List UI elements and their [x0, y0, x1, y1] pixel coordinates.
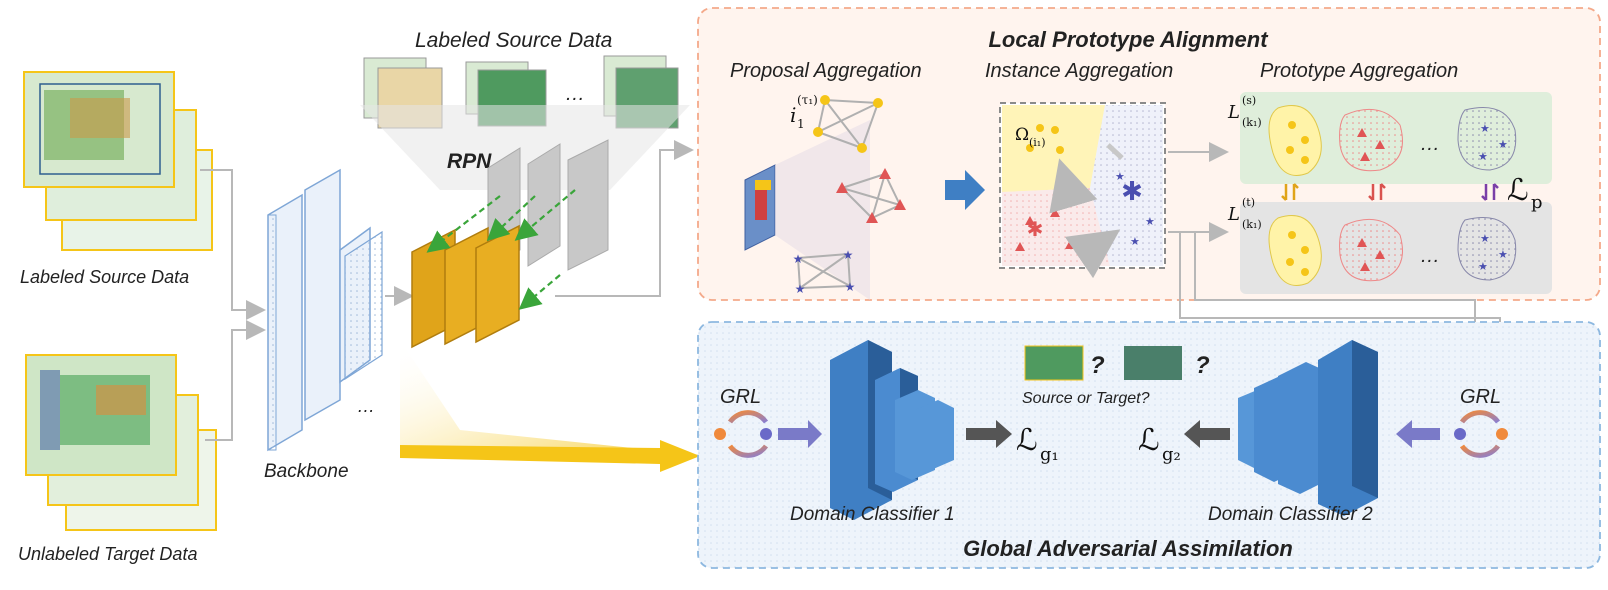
rpn-feature-maps — [411, 224, 520, 349]
svg-text:Ω: Ω — [1015, 125, 1029, 145]
domain-classifier-2-label: Domain Classifier 2 — [1208, 504, 1373, 525]
L-g2-symbol: ℒ g₂ — [1138, 423, 1181, 465]
svg-text:✱: ✱ — [1121, 176, 1143, 206]
classifier1-output-arrow — [966, 420, 1012, 448]
source-prototype-ellipsis: … — [1420, 133, 1440, 155]
svg-text:★: ★ — [1130, 236, 1140, 248]
classifier2-output-arrow — [1184, 420, 1230, 448]
svg-text:★: ★ — [1498, 249, 1508, 261]
global-adversarial-title: Global Adversarial Assimilation — [963, 536, 1293, 561]
labeled-source-top-label: Labeled Source Data — [415, 29, 612, 52]
proposal-graph-red — [836, 168, 906, 223]
question-mark-2: ? — [1195, 352, 1210, 379]
unlabeled-target-images — [25, 354, 217, 531]
svg-text:★: ★ — [1478, 151, 1488, 163]
svg-text:1: 1 — [797, 117, 805, 131]
svg-text:★: ★ — [1115, 171, 1125, 183]
svg-text:L: L — [1227, 204, 1240, 225]
backbone-layers — [267, 168, 383, 452]
svg-text:(s): (s) — [1242, 94, 1256, 107]
domain-classifier-1-label: Domain Classifier 1 — [790, 504, 955, 525]
proposal-graph-yellow — [813, 95, 883, 153]
domain-classifier-1 — [830, 340, 954, 520]
svg-text:(k₁): (k₁) — [1242, 116, 1262, 129]
crop-projection — [360, 105, 690, 190]
backbone-label: Backbone — [264, 461, 349, 482]
rpn-label: RPN — [447, 150, 492, 173]
instance-aggregation-label: Instance Aggregation — [985, 60, 1173, 82]
svg-text:★: ★ — [1478, 261, 1488, 273]
rpn-dashed-arrows — [426, 189, 576, 310]
L-p-symbol: ℒ p — [1507, 173, 1543, 213]
target-prototype-ellipsis: … — [1420, 245, 1440, 267]
source-prototypes: ★ ★ ★ — [1268, 105, 1517, 176]
svg-text:★: ★ — [793, 252, 804, 266]
svg-text:(t): (t) — [1242, 196, 1255, 209]
source-thumbnail — [1024, 345, 1084, 381]
omega-symbol: Ω (i₁) — [1015, 125, 1046, 149]
source-or-target-label: Source or Target? — [1022, 390, 1150, 407]
domain-classifier-2 — [1238, 340, 1378, 516]
prototype-alignment-arrows — [1281, 183, 1499, 201]
svg-text:i: i — [790, 103, 796, 127]
L-t-symbol: L (t) (k₁) — [1227, 196, 1262, 231]
svg-text:★: ★ — [843, 248, 854, 262]
instance-voronoi: ✱ ✱ ★ ★ ★ — [999, 102, 1166, 279]
proposal-graph-blue: ★ ★ ★ ★ — [793, 248, 856, 296]
svg-text:✱: ✱ — [1027, 219, 1044, 241]
svg-text:★: ★ — [1480, 233, 1490, 245]
grl-left-arrow — [778, 420, 822, 448]
svg-text:★: ★ — [1498, 139, 1508, 151]
svg-text:g₁: g₁ — [1040, 444, 1059, 465]
i1-tau1-symbol: i 1 (τ₁) — [790, 93, 818, 131]
svg-text:L: L — [1227, 102, 1240, 123]
unlabeled-target-label: Unlabeled Target Data — [18, 544, 197, 564]
input-to-backbone-arrows — [200, 169, 266, 441]
feature-cone — [400, 340, 700, 455]
prototype-aggregation-label: Prototype Aggregation — [1260, 60, 1458, 82]
svg-text:(k₁): (k₁) — [1242, 218, 1262, 231]
labeled-source-label: Labeled Source Data — [20, 267, 189, 287]
svg-text:(τ₁): (τ₁) — [797, 93, 818, 107]
svg-text:p: p — [1531, 192, 1543, 213]
L-s-symbol: L (s) (k₁) — [1227, 94, 1262, 129]
crops-ellipsis: … — [565, 83, 585, 105]
L-g1-symbol: ℒ g₁ — [1016, 423, 1059, 465]
local-prototype-title: Local Prototype Alignment — [988, 27, 1269, 52]
rpn-to-local-arrow — [555, 140, 694, 297]
backbone-to-global-arrow — [400, 440, 700, 472]
labeled-source-images — [23, 71, 213, 251]
proposal-feature-map — [744, 164, 776, 251]
target-prototypes: ★ ★ ★ — [1268, 215, 1517, 286]
proposal-to-instance-arrow — [945, 170, 985, 210]
grl-right-arrow — [1396, 420, 1440, 448]
proposal-aggregation-label: Proposal Aggregation — [730, 60, 922, 82]
svg-text:(i₁): (i₁) — [1029, 136, 1046, 149]
svg-text:★: ★ — [845, 280, 856, 294]
svg-text:★: ★ — [795, 282, 806, 296]
grl-left-label: GRL — [720, 386, 761, 408]
backbone-ellipsis: … — [357, 396, 375, 416]
grl-right-label: GRL — [1460, 386, 1501, 408]
svg-text:ℒ: ℒ — [1138, 423, 1160, 458]
svg-text:★: ★ — [1145, 216, 1155, 228]
target-thumbnail — [1124, 346, 1182, 380]
grl-right-icon — [1454, 410, 1508, 458]
grl-left-icon — [714, 410, 772, 458]
svg-text:ℒ: ℒ — [1016, 423, 1038, 458]
svg-text:ℒ: ℒ — [1507, 173, 1529, 208]
svg-text:★: ★ — [1480, 123, 1490, 135]
question-mark-1: ? — [1090, 352, 1105, 379]
svg-text:g₂: g₂ — [1162, 444, 1181, 465]
